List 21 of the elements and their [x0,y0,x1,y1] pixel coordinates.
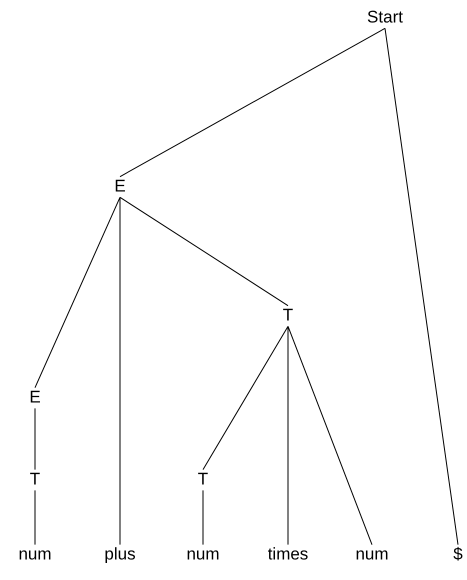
tree-node-label: num [185,546,221,564]
tree-edge [120,28,386,178]
tree-node-label: $ [452,546,464,564]
tree-edge [384,28,458,546]
tree-edge [34,408,36,470]
tree-node-label: E [113,178,127,196]
tree-node-label: E [28,388,42,408]
tree-node-label: num [354,546,390,564]
tree-edge [34,196,120,388]
tree-edge [288,326,372,546]
tree-node-label: T [28,470,42,490]
tree-node-label: T [282,306,294,326]
tree-node-label: num [17,546,53,564]
tree-node-label: Start [366,8,404,28]
tree-edge [120,196,288,306]
tree-edge [34,490,36,546]
tree-node-label: T [196,470,210,490]
tree-node-label: plus [103,546,137,564]
tree-edge [202,326,288,470]
tree-edge [202,490,204,546]
tree-node-label: times [266,546,310,564]
